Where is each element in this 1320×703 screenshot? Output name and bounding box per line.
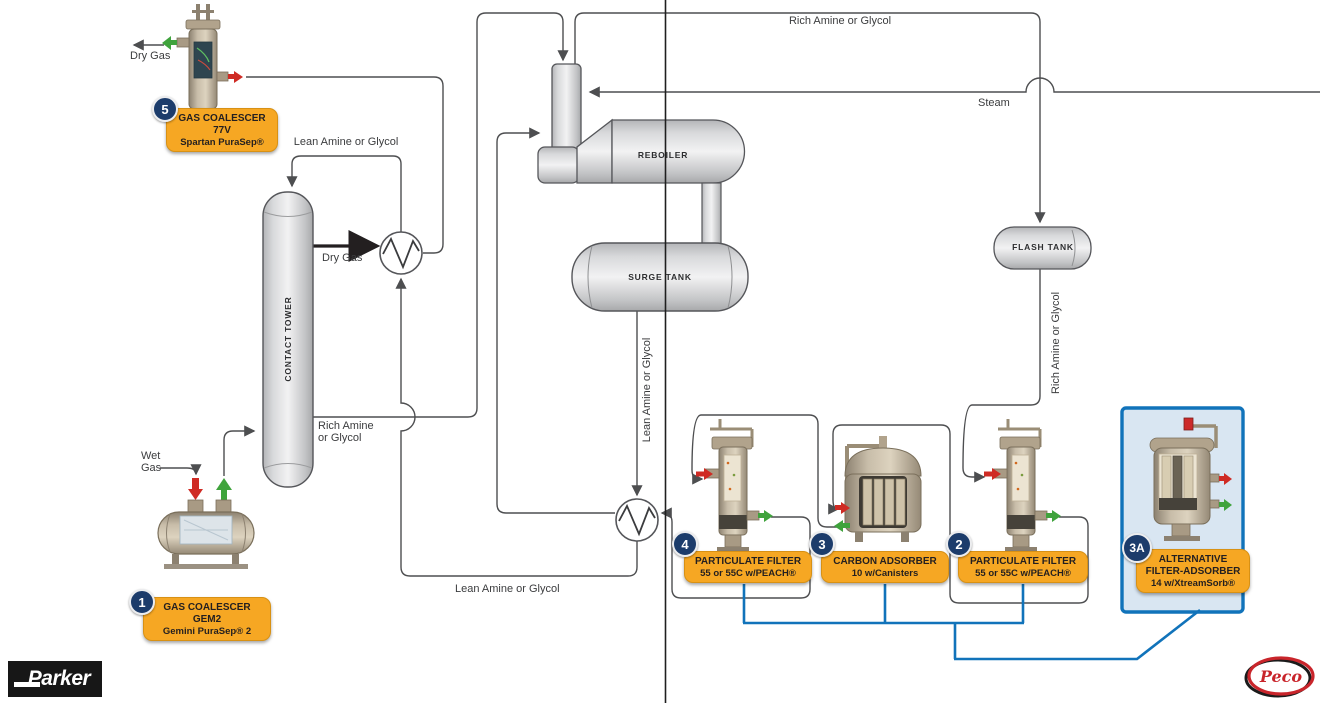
callout-particulate-filter-2: PARTICULATE FILTER 55 or 55C w/PEACH® [958, 551, 1088, 584]
line-gas-to-coalescer5 [246, 76, 444, 254]
badge-5: 5 [152, 96, 178, 122]
label-wet-gas: Wet Gas [141, 450, 162, 474]
reboiler-vessel [537, 118, 746, 184]
line-lean-amine-riser [395, 277, 638, 577]
parker-logo: Parker [8, 661, 102, 697]
particulate-filter-2-image [982, 417, 1063, 554]
label-flash-tank: FLASH TANK [1012, 242, 1074, 252]
reboiler-downcomer-pipe [701, 182, 722, 246]
badge-3a: 3A [1122, 533, 1152, 563]
badge-2: 2 [946, 531, 972, 557]
still-column-vessel [551, 63, 582, 153]
callout-carbon-adsorber: CARBON ADSORBER 10 w/Canisters [821, 551, 949, 584]
line-adsorber-to-filter4 [691, 414, 843, 528]
label-rich-amine-top: Rich Amine or Glycol [788, 15, 892, 27]
badge-3: 3 [809, 531, 835, 557]
callout-particulate-filter-4: PARTICULATE FILTER 55 or 55C w/PEACH® [684, 551, 812, 584]
surge-tank-vessel [571, 242, 749, 312]
peco-logo: Peco [1243, 652, 1319, 703]
contact-tower-vessel [262, 191, 314, 488]
flash-tank-vessel [993, 226, 1092, 270]
label-lean-amine-bottom: Lean Amine or Glycol [455, 583, 560, 595]
gas-coalescer-77v-image [162, 4, 243, 120]
peco-logo-text: Peco [1259, 667, 1303, 686]
callout-gas-coalescer-gem2: GAS COALESCER GEM2 Gemini PuraSep® 2 [143, 597, 271, 642]
label-lean-amine-vertical: Lean Amine or Glycol [641, 337, 653, 443]
label-rich-amine-vertical: Rich Amine or Glycol [1050, 291, 1062, 395]
badge-1: 1 [129, 589, 155, 615]
label-dry-gas-out: Dry Gas [130, 50, 171, 62]
callout-gas-coalescer-77v: GAS COALESCER 77V Spartan PuraSep® [166, 108, 278, 153]
label-reboiler: REBOILER [637, 150, 689, 160]
line-wet-gas [160, 464, 202, 476]
label-steam: Steam [978, 97, 1010, 109]
line-lean-to-tower [286, 155, 402, 232]
line-steam [588, 77, 1320, 98]
label-dry-gas-mid: Dry Gas [322, 252, 363, 264]
alternative-filter-adsorber-image [1149, 417, 1232, 541]
particulate-filter-4-image [694, 417, 775, 554]
process-lines [132, 12, 1320, 604]
line-filter2-to-adsorber [828, 424, 1089, 604]
gas-coalescer-gem2-image [157, 478, 255, 569]
label-rich-amine-tower: Rich Amine or Glycol [318, 420, 374, 444]
label-surge-tank: SURGE TANK [628, 272, 692, 282]
callout-alternative-filter-adsorber: ALTERNATIVE FILTER-ADSORBER 14 w/XtreamS… [1136, 549, 1250, 594]
carbon-adsorber-image [834, 436, 922, 542]
badge-4: 4 [672, 531, 698, 557]
lean-rich-exchanger [615, 498, 659, 542]
line-rich-to-still [313, 12, 569, 418]
label-contact-tower: CONTACT TOWER [283, 296, 293, 382]
line-rich-to-flash [574, 12, 1046, 224]
alternative-option-lines [742, 584, 1201, 661]
line-flash-to-filter2 [962, 269, 1041, 483]
line-exchanger-to-reboiler [496, 127, 615, 514]
line-filter4-to-exchanger [660, 507, 811, 599]
peco-logo-graphic: Peco [1244, 656, 1315, 698]
parker-logo-text: Parker [27, 667, 91, 690]
line-coalescer1-to-tower [223, 425, 256, 476]
label-lean-amine-top: Lean Amine or Glycol [293, 136, 399, 148]
parker-logo-dash [13, 682, 40, 687]
lean-gas-exchanger [379, 231, 423, 275]
